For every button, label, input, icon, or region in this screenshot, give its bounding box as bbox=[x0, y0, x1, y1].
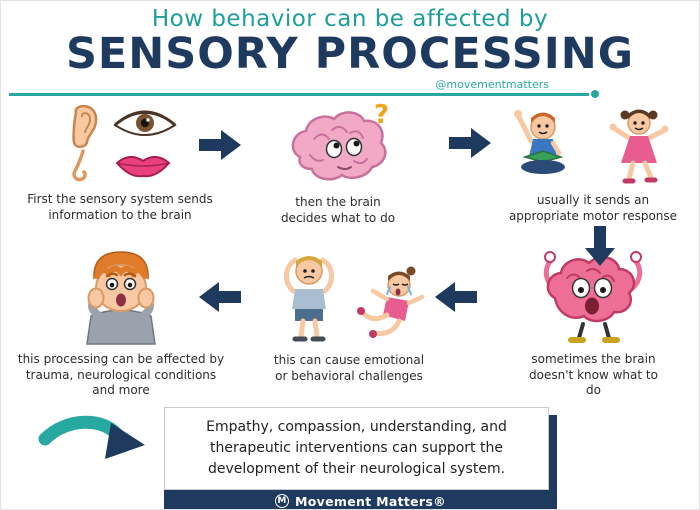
step-2-caption: then the brain decides what to do bbox=[280, 195, 396, 225]
step-5-caption: this can cause emotional or behavioral c… bbox=[273, 353, 425, 383]
step-2: ? then the brain decides what to do bbox=[263, 99, 413, 226]
upset-kids-icon bbox=[259, 247, 439, 347]
arrow-right-icon bbox=[199, 130, 241, 164]
lips-icon bbox=[115, 156, 171, 178]
step-3: usually it sends an appropriate motor re… bbox=[493, 99, 693, 224]
active-kids-icon bbox=[501, 99, 686, 187]
worried-boy-icon bbox=[71, 244, 171, 346]
svg-text:?: ? bbox=[374, 100, 389, 130]
arrow-right-icon bbox=[449, 128, 491, 162]
curved-arrow-icon bbox=[31, 413, 151, 487]
divider-dot-icon bbox=[591, 90, 599, 98]
brand-banner: M Movement Matters® bbox=[164, 490, 557, 509]
arrow-left-icon bbox=[435, 282, 477, 316]
step-6: this processing can be affected by traum… bbox=[15, 244, 227, 399]
ear-icon bbox=[72, 104, 98, 149]
footer-message: Empathy, compassion, understanding, and … bbox=[164, 407, 549, 490]
step-4: sometimes the brain doesn't know what to… bbox=[506, 244, 681, 399]
step-3-caption: usually it sends an appropriate motor re… bbox=[508, 193, 678, 223]
footer-message-block: Empathy, compassion, understanding, and … bbox=[164, 407, 557, 509]
sensory-organs-icon bbox=[55, 101, 185, 186]
social-handle: @movementmatters bbox=[435, 78, 549, 91]
arrow-left-icon bbox=[199, 282, 241, 316]
overwhelmed-brain-icon bbox=[529, 244, 659, 346]
girl-dancing bbox=[609, 109, 668, 184]
step-1: First the sensory system sends informati… bbox=[15, 101, 225, 223]
divider-line bbox=[9, 90, 599, 98]
eye-icon bbox=[113, 110, 177, 136]
brand-logo-icon: M bbox=[275, 494, 290, 508]
nose-icon bbox=[72, 149, 87, 182]
girl-tantrum bbox=[357, 266, 425, 338]
step-1-caption: First the sensory system sends informati… bbox=[27, 192, 213, 222]
arrow-down-icon bbox=[585, 226, 615, 270]
step-6-caption: this processing can be affected by traum… bbox=[17, 352, 225, 398]
thinking-brain-icon: ? bbox=[278, 99, 398, 189]
boy-raising-hand bbox=[513, 110, 565, 174]
page-title: How behavior can be affected by bbox=[151, 6, 549, 32]
page-subtitle: SENSORY PROCESSING bbox=[65, 29, 635, 79]
brand-name: Movement Matters® bbox=[295, 493, 446, 509]
step-4-caption: sometimes the brain doesn't know what to… bbox=[529, 352, 658, 398]
boy-hands-on-head bbox=[284, 256, 334, 342]
step-5: this can cause emotional or behavioral c… bbox=[259, 247, 439, 384]
